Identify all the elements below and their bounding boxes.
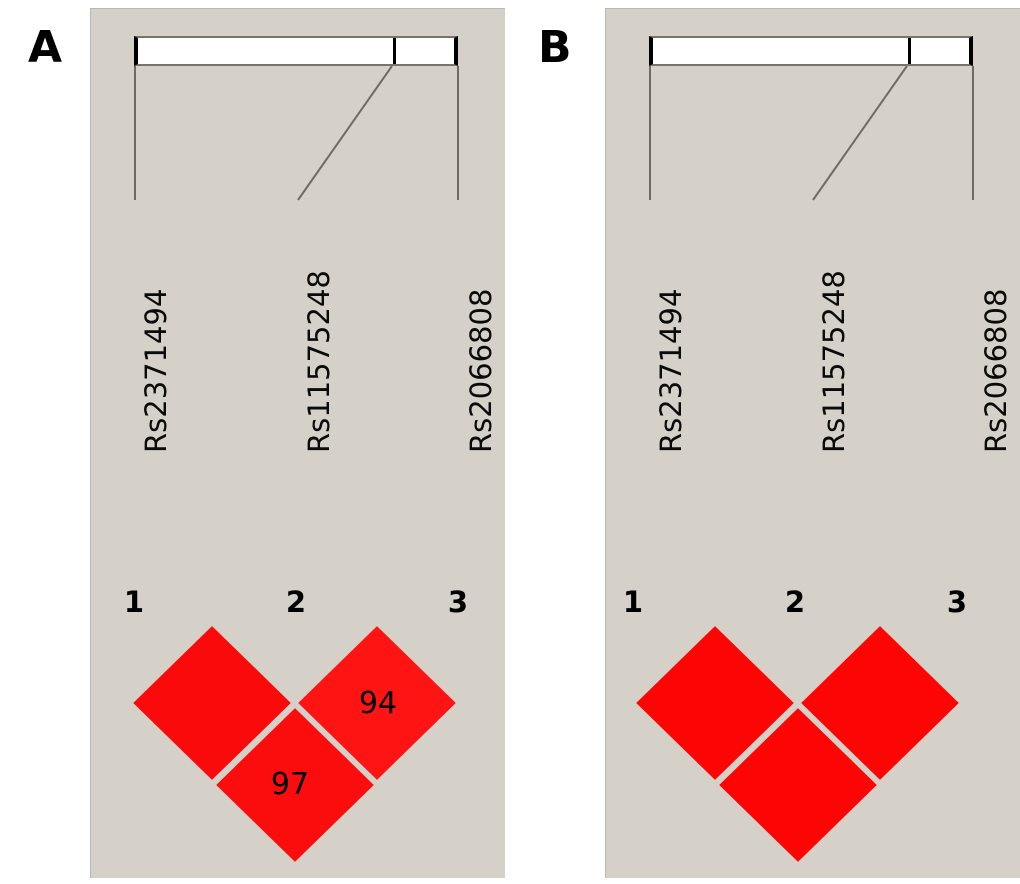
ld-triangle-b (631, 621, 964, 867)
panel-letter-a: A (28, 22, 62, 73)
marker-divider-icon (393, 38, 396, 64)
panel-letter-b: B (538, 22, 572, 73)
ld-cell-1-3 (211, 703, 379, 867)
ld-cell-1-2 (128, 621, 296, 785)
marker-index-1: 1 (622, 585, 644, 619)
marker-index-3: 3 (447, 585, 469, 619)
marker-ruler-b (649, 36, 973, 66)
ld-panel-b: Rs2371494 Rs11575248 Rs2066808 1 2 3 (605, 8, 1020, 878)
ld-cell-2-3 (293, 621, 461, 785)
marker-index-1: 1 (123, 585, 145, 619)
ld-value-1-3: 97 (270, 767, 310, 802)
marker-ruler-a (134, 36, 458, 66)
ld-triangle-a (128, 621, 461, 867)
ld-cell-1-3 (714, 703, 882, 867)
marker-divider-icon (908, 38, 911, 64)
ld-value-2-3: 94 (358, 686, 398, 721)
ld-cell-1-2 (631, 621, 799, 785)
marker-index-3: 3 (946, 585, 968, 619)
ld-panel-a: Rs2371494 Rs11575248 Rs2066808 1 2 3 94 … (90, 8, 505, 878)
marker-index-2: 2 (285, 585, 307, 619)
marker-index-2: 2 (784, 585, 806, 619)
ld-cell-2-3 (796, 621, 964, 785)
